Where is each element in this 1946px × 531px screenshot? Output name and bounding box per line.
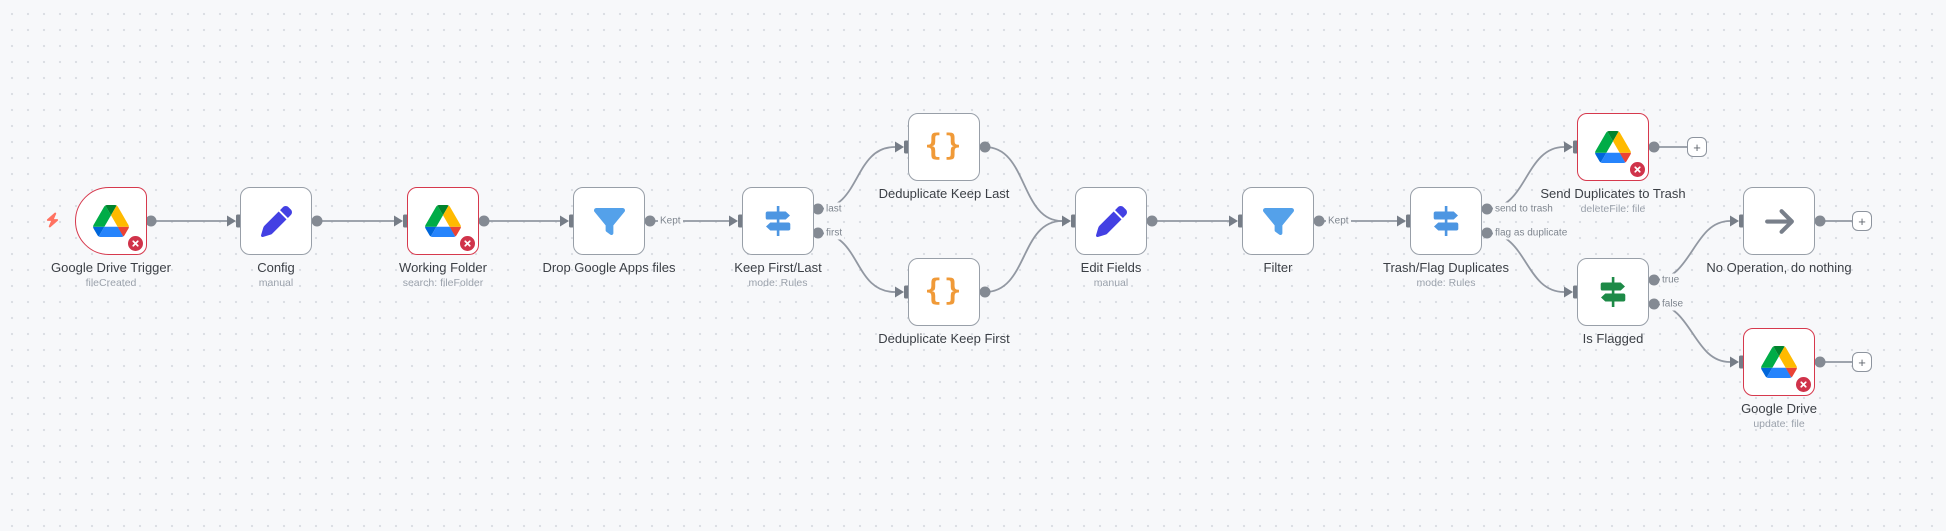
google-drive-icon [1595, 131, 1631, 163]
input-arrowheads [227, 141, 1739, 368]
node-google-drive-update[interactable] [1743, 328, 1815, 396]
node-trash-flag-duplicates[interactable] [1410, 187, 1482, 255]
edge-sendtotrash [1486, 146, 1565, 210]
edge-keep-last [817, 146, 896, 210]
add-node-button[interactable]: + [1852, 211, 1872, 231]
node-google-drive-trigger[interactable] [75, 187, 147, 255]
funnel-icon [593, 206, 626, 237]
google-drive-icon [425, 205, 461, 237]
input-ports[interactable] [236, 140, 1744, 369]
error-badge-icon [1796, 377, 1811, 392]
signpost-icon [760, 203, 796, 239]
arrow-right-icon [1763, 205, 1796, 238]
add-node-button[interactable]: + [1687, 137, 1707, 157]
edge-deduplast-edit [984, 146, 1063, 222]
node-deduplicate-keep-last[interactable]: {} [908, 113, 980, 181]
output-ports[interactable] [145, 141, 1826, 368]
edge-false-gdrive [1653, 303, 1731, 363]
error-badge-icon [128, 236, 143, 251]
braces-icon: {} [924, 272, 964, 307]
node-send-duplicates-to-trash[interactable] [1577, 113, 1649, 181]
node-working-folder[interactable] [407, 187, 479, 255]
node-no-operation[interactable] [1743, 187, 1815, 255]
node-drop-google-apps-files[interactable] [573, 187, 645, 255]
node-is-flagged[interactable] [1577, 258, 1649, 326]
error-badge-icon [1630, 162, 1645, 177]
edge-flagasduplicate [1486, 232, 1565, 293]
google-drive-icon [1761, 346, 1797, 378]
pencil-icon [260, 205, 292, 237]
node-keep-first-last[interactable] [742, 187, 814, 255]
trigger-lightning-icon [46, 212, 59, 228]
edge-keep-first [817, 232, 896, 293]
signpost-icon [1428, 203, 1464, 239]
edge-true-noop [1653, 220, 1731, 281]
braces-icon: {} [924, 127, 964, 162]
node-config[interactable] [240, 187, 312, 255]
pencil-icon [1095, 205, 1127, 237]
funnel-icon [1262, 206, 1295, 237]
node-edit-fields[interactable] [1075, 187, 1147, 255]
google-drive-icon [93, 205, 129, 237]
node-filter[interactable] [1242, 187, 1314, 255]
signpost-green-icon [1595, 274, 1631, 310]
add-node-button[interactable]: + [1852, 352, 1872, 372]
error-badge-icon [460, 236, 475, 251]
edge-dedupfirst-edit [984, 220, 1063, 293]
node-deduplicate-keep-first[interactable]: {} [908, 258, 980, 326]
